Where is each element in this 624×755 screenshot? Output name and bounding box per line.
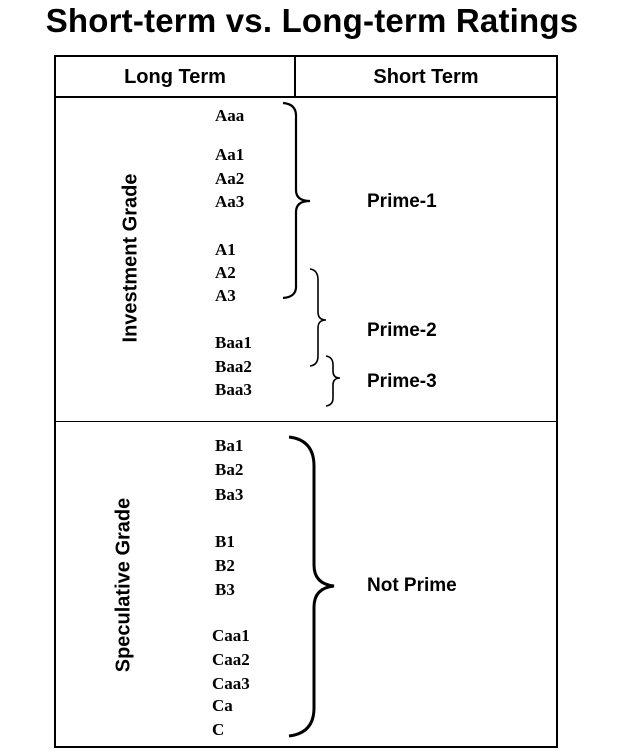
chart-title: Short-term vs. Long-term Ratings: [45, 2, 579, 39]
rating-caa3: Caa3: [212, 674, 250, 693]
rating-aa1: Aa1: [215, 145, 245, 164]
rating-ba3: Ba3: [215, 485, 244, 504]
prime-3-brace: [325, 355, 341, 407]
prime-2-brace: [309, 268, 327, 367]
rating-baa3: Baa3: [215, 380, 252, 399]
header-rule: [54, 96, 558, 98]
rating-a2: A2: [215, 263, 236, 282]
long-term-header: Long Term: [124, 66, 226, 88]
rating-a1: A1: [215, 240, 236, 259]
not-prime-brace: [288, 435, 335, 738]
rating-ba1: Ba1: [215, 436, 244, 455]
prime-3-label: Prime-3: [367, 371, 437, 392]
rating-b3: B3: [215, 580, 235, 599]
rating-caa1: Caa1: [212, 626, 250, 645]
prime-1-brace: [282, 101, 311, 300]
rating-baa1: Baa1: [215, 333, 252, 352]
prime-1-label: Prime-1: [367, 191, 437, 212]
rating-b2: B2: [215, 556, 235, 575]
short-term-header: Short Term: [373, 66, 479, 88]
ratings-table: [54, 55, 558, 748]
rating-baa2: Baa2: [215, 357, 252, 376]
rating-ca: Ca: [212, 696, 233, 715]
rating-aa3: Aa3: [215, 192, 245, 211]
prime-2-label: Prime-2: [367, 320, 437, 341]
not-prime-label: Not Prime: [367, 575, 457, 596]
rating-ba2: Ba2: [215, 460, 244, 479]
rating-c: C: [212, 720, 225, 739]
rating-aa2: Aa2: [215, 169, 245, 188]
rating-a3: A3: [215, 286, 236, 305]
header-column-divider: [294, 55, 296, 97]
rating-caa2: Caa2: [212, 650, 250, 669]
grade-section-divider: [54, 421, 558, 422]
rating-aaa: Aaa: [215, 106, 245, 125]
rating-b1: B1: [215, 532, 235, 551]
